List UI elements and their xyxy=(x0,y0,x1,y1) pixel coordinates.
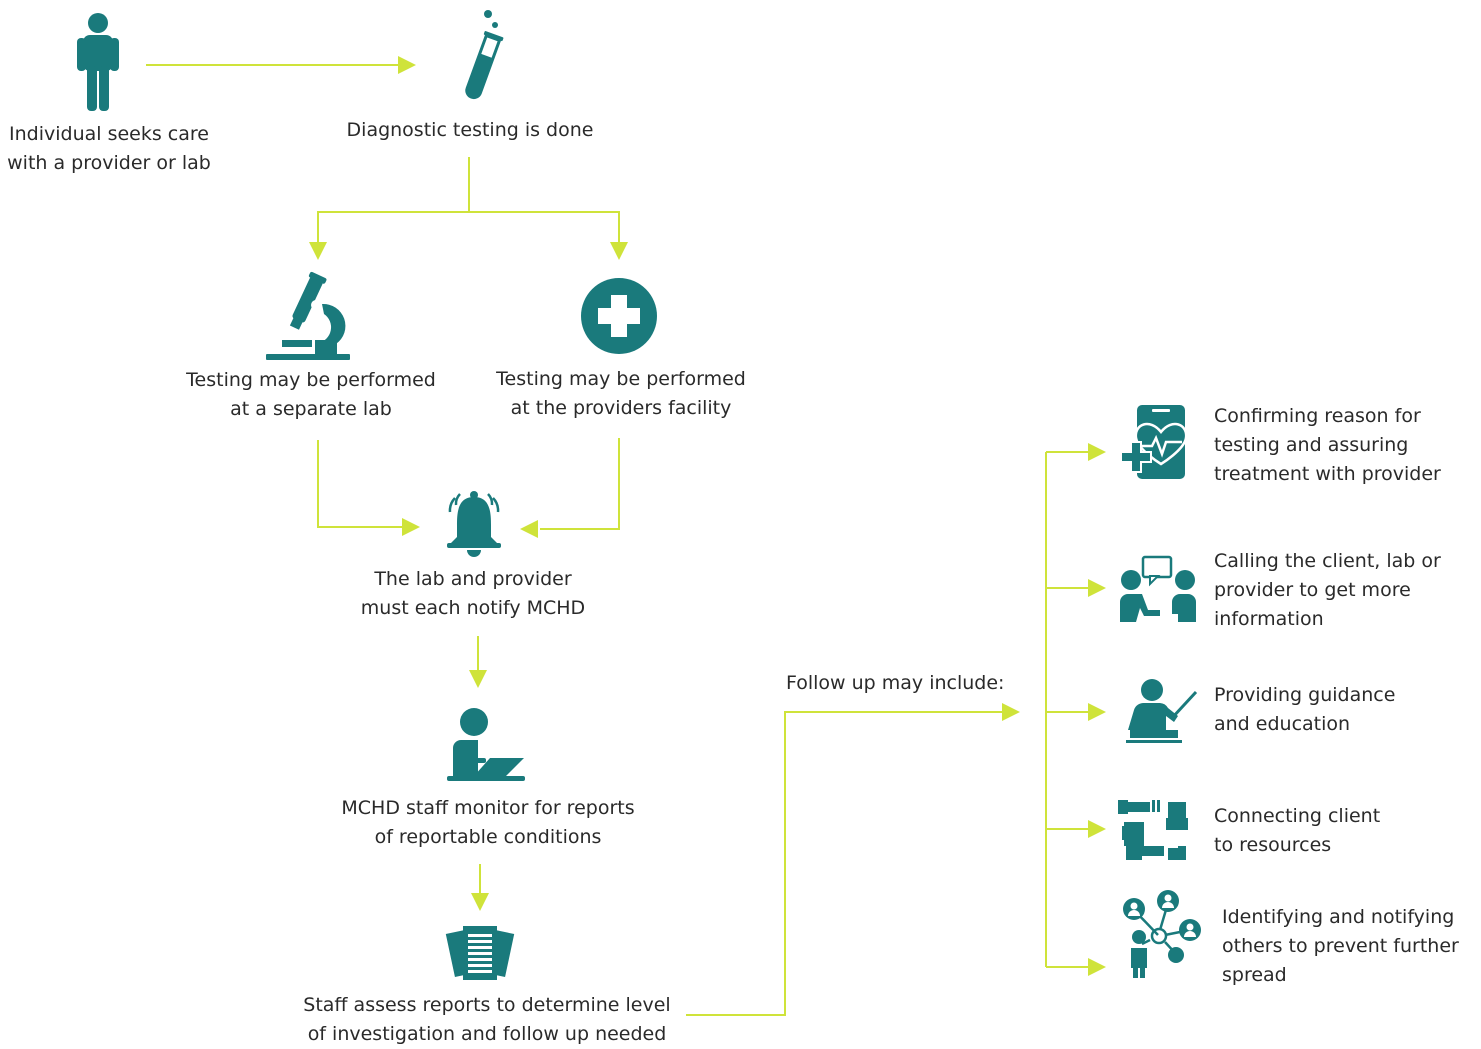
arrowhead xyxy=(610,242,628,260)
connectors xyxy=(146,64,1088,1016)
arrowhead xyxy=(469,670,487,688)
arrowhead xyxy=(1088,820,1106,838)
connector-lab-to-notify xyxy=(317,440,402,528)
followup-item-label: Identifying and notifying others to prev… xyxy=(1222,906,1459,986)
step-diagnostic-label: Diagnostic testing is done xyxy=(346,119,594,141)
connector-test-to-lab xyxy=(317,157,470,244)
icons xyxy=(77,10,1201,980)
step-assess-label: Staff assess reports to determine level … xyxy=(303,994,671,1045)
step-monitor-label: MCHD staff monitor for reports of report… xyxy=(341,797,635,848)
connector-assess-to-followup xyxy=(686,711,1002,1016)
documents-icon xyxy=(445,926,515,980)
followup-item-label: Connecting client to resources xyxy=(1214,805,1381,856)
microscope-icon xyxy=(266,271,350,360)
arrowhead xyxy=(1088,443,1106,461)
arrowhead xyxy=(402,518,420,536)
followup-item-label: Confirming reason for testing and assuri… xyxy=(1214,405,1441,485)
followup-heading: Follow up may include: xyxy=(786,672,1005,694)
connector-test-to-facility xyxy=(469,211,620,244)
bell-icon xyxy=(447,491,501,557)
arrowhead xyxy=(520,520,538,538)
person-icon xyxy=(77,13,119,111)
network-people-icon xyxy=(1123,890,1201,978)
staff-laptop-icon xyxy=(447,708,525,781)
arrowhead xyxy=(1002,703,1020,721)
step-provider-facility-label: Testing may be performed at the provider… xyxy=(496,368,746,419)
arrowhead xyxy=(1088,703,1106,721)
arrowhead xyxy=(471,893,489,911)
arrowhead xyxy=(1088,958,1106,976)
medical-cross-icon xyxy=(581,278,657,354)
step-notify-label: The lab and provider must each notify MC… xyxy=(360,568,586,619)
test-tube-icon xyxy=(465,10,504,100)
teacher-icon xyxy=(1126,679,1198,743)
conversation-icon xyxy=(1120,555,1196,622)
connecting-hands-icon xyxy=(1118,800,1188,860)
arrowhead xyxy=(398,56,416,74)
followup-item-label: Providing guidance and education xyxy=(1214,684,1396,735)
arrowhead xyxy=(309,242,327,260)
step-seek-care-label: Individual seeks care with a provider or… xyxy=(7,123,211,174)
arrowhead xyxy=(1088,579,1106,597)
phone-heart-icon xyxy=(1120,405,1188,479)
followup-item-label: Calling the client, lab or provider to g… xyxy=(1214,550,1441,630)
connector-facility-to-notify xyxy=(540,438,620,530)
step-separate-lab-label: Testing may be performed at a separate l… xyxy=(186,369,436,420)
